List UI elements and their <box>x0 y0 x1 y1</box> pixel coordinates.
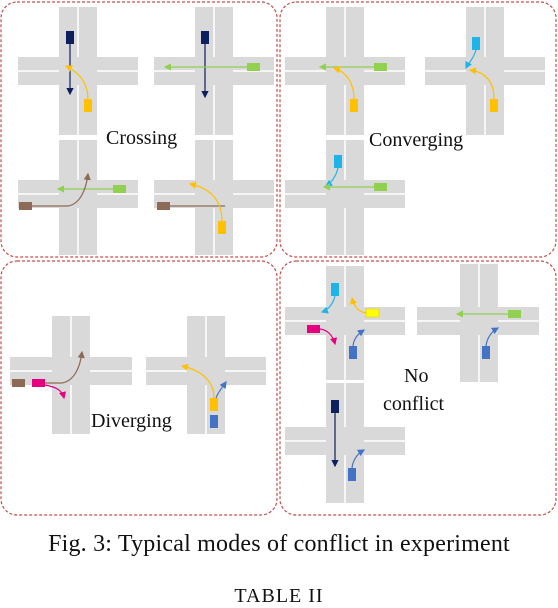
blue-vehicle <box>482 346 490 359</box>
blue-path <box>352 329 365 347</box>
navy-vehicle <box>331 400 339 413</box>
yellow-path <box>188 181 223 222</box>
crossing-intersection-1 <box>18 7 138 135</box>
green-vehicle <box>374 183 387 191</box>
no-conflict-label-line2: conflict <box>383 393 445 415</box>
crossing-label: Crossing <box>106 127 177 149</box>
conflict-modes-figure: Crossing Converging <box>0 1 557 516</box>
cyan-vehicle <box>334 155 342 168</box>
magenta-vehicle <box>307 325 320 333</box>
yellow-vehicle <box>365 308 380 318</box>
no-conflict-intersection-1 <box>285 266 405 380</box>
navy-vehicle <box>66 31 74 44</box>
diverging-panel <box>0 260 278 516</box>
green-vehicle <box>113 185 126 193</box>
brown-path <box>32 172 91 207</box>
cyan-path <box>465 49 477 70</box>
yellow-vehicle <box>210 398 218 411</box>
converging-panel <box>279 1 557 258</box>
yellow-path <box>349 296 367 314</box>
converging-label: Converging <box>369 129 463 151</box>
cyan-vehicle <box>472 37 480 50</box>
blue-path <box>485 327 500 347</box>
blue-path <box>215 381 227 399</box>
brown-vehicle <box>12 379 25 387</box>
no-conflict-intersection-3 <box>285 383 405 503</box>
diverging-intersection-2 <box>146 316 266 434</box>
converging-intersection-3 <box>285 140 405 255</box>
figure-caption: Fig. 3: Typical modes of conflict in exp… <box>48 531 510 557</box>
magenta-vehicle <box>32 379 45 387</box>
no-conflict-panel <box>279 260 557 516</box>
yellow-vehicle <box>84 99 92 112</box>
green-vehicle <box>508 310 521 318</box>
yellow-path <box>64 65 89 100</box>
navy-vehicle <box>201 31 209 44</box>
brown-vehicle <box>19 202 32 210</box>
yellow-vehicle <box>490 99 498 112</box>
blue-vehicle <box>348 468 356 481</box>
blue-vehicle <box>349 346 357 359</box>
blue-path <box>351 449 366 469</box>
diverging-label: Diverging <box>91 410 172 432</box>
blue-vehicle <box>210 415 218 428</box>
magenta-path <box>44 384 67 400</box>
no-conflict-intersection-2 <box>417 264 539 382</box>
no-conflict-label-line1: No <box>404 365 428 387</box>
green-vehicle <box>374 63 387 71</box>
crossing-intersection-3 <box>18 140 138 255</box>
cyan-path <box>320 295 336 314</box>
converging-intersection-2 <box>425 7 545 135</box>
yellow-vehicle <box>350 99 358 112</box>
brown-vehicle <box>157 202 170 210</box>
magenta-path <box>319 328 338 346</box>
crossing-intersection-4 <box>154 140 274 255</box>
brown-path <box>45 350 85 384</box>
yellow-path <box>180 363 215 399</box>
diverging-intersection-1 <box>10 316 132 434</box>
next-table-caption: TABLE II <box>234 585 324 607</box>
cyan-vehicle <box>331 283 339 296</box>
yellow-path <box>332 66 355 100</box>
crossing-panel <box>0 1 278 258</box>
yellow-vehicle <box>218 221 226 234</box>
yellow-path <box>468 67 495 100</box>
green-vehicle <box>247 63 260 71</box>
